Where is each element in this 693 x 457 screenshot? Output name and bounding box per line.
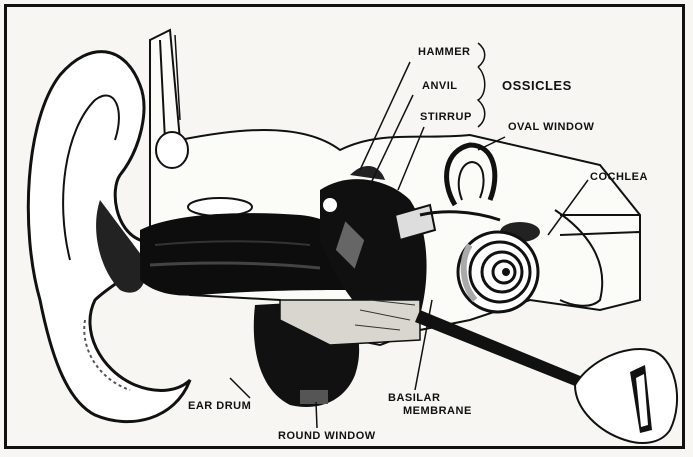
label-ossicles: OSSICLES [502, 80, 572, 92]
label-anvil: ANVIL [422, 80, 458, 92]
label-stirrup: STIRRUP [420, 111, 472, 123]
label-cochlea: COCHLEA [590, 171, 648, 183]
label-oval-window: OVAL WINDOW [508, 121, 594, 133]
ear-canal [140, 213, 350, 296]
label-ear-drum: EAR DRUM [188, 400, 251, 412]
label-basilar: BASILAR [388, 392, 440, 404]
label-hammer: HAMMER [418, 46, 471, 58]
nasopharynx [575, 349, 677, 443]
eustachian-tube [415, 310, 590, 390]
label-membrane: MEMBRANE [403, 405, 472, 417]
cochlea-spiral [458, 232, 538, 312]
label-round-window: ROUND WINDOW [278, 430, 376, 442]
